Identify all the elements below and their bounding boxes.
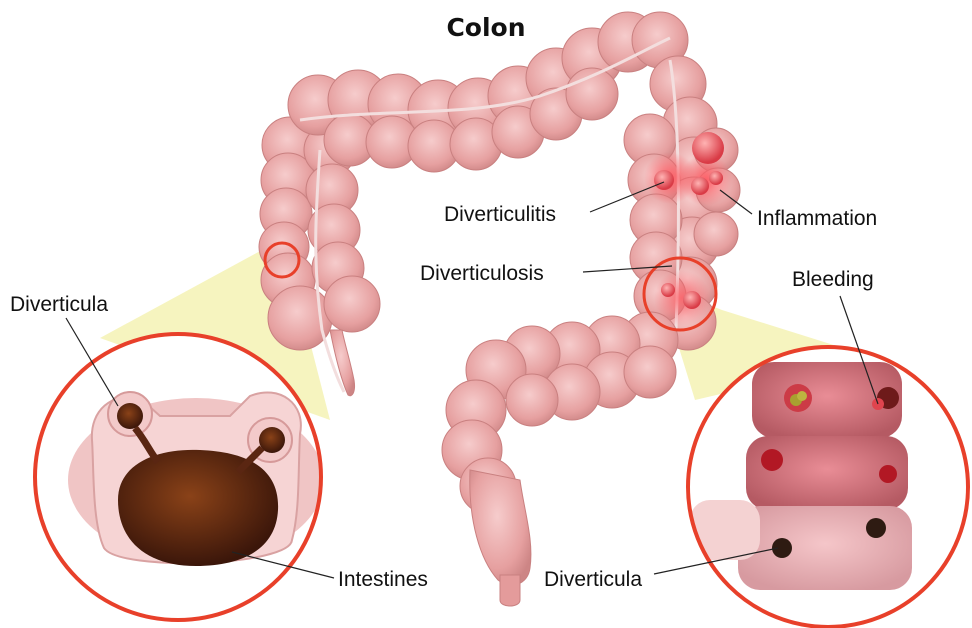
label-inflammation: Inflammation [757,207,877,230]
label-diverticulosis: Diverticulosis [420,262,544,285]
label-diverticula-left: Diverticula [10,293,108,316]
label-diverticula-right: Diverticula [544,568,642,591]
zoom-detail-left [35,334,324,620]
diagram-title: Colon [446,13,525,42]
zoom-detail-right [688,347,968,627]
label-diverticulitis: Diverticulitis [444,203,556,226]
bleeding-diverticula [654,270,710,326]
colon-illustration [259,12,740,606]
label-intestines: Intestines [338,568,428,591]
label-bleeding: Bleeding [792,268,874,291]
